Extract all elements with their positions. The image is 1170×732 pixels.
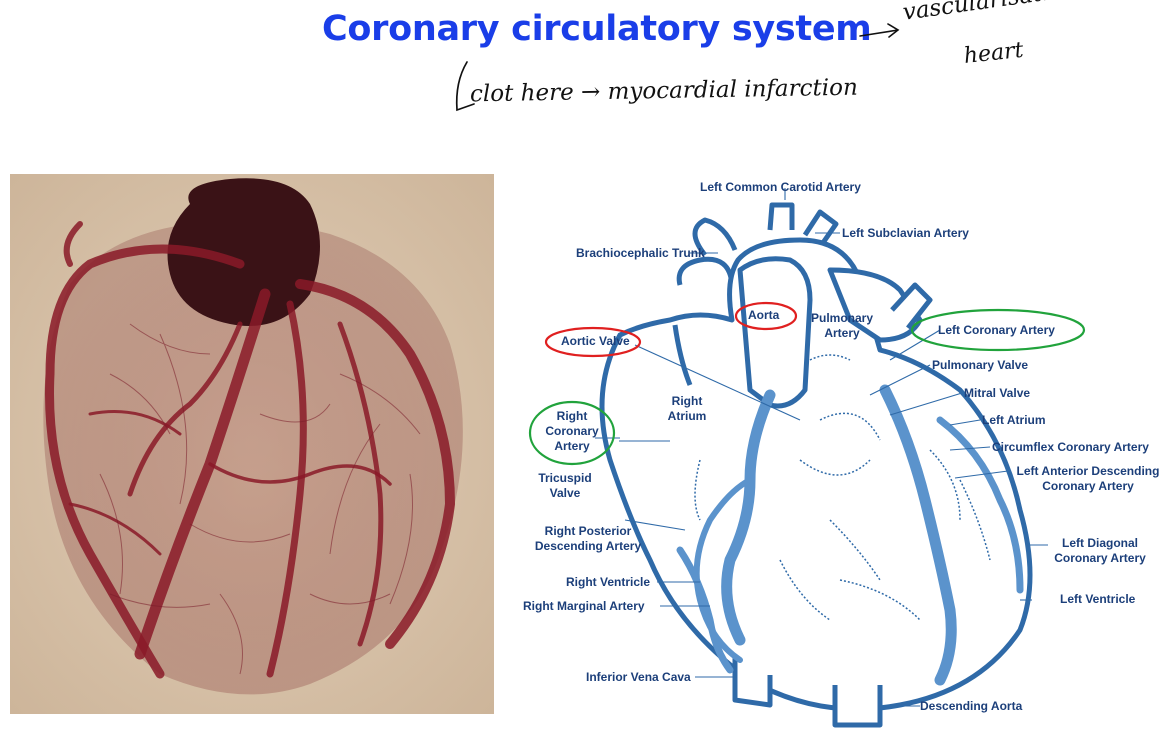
label-aorta: Aorta [748, 308, 780, 322]
label-left-subclavian-artery: Left Subclavian Artery [842, 226, 969, 240]
label-mitral-valve: Mitral Valve [964, 386, 1031, 400]
label-left-ventricle: Left Ventricle [1060, 592, 1136, 606]
label-descending-aorta: Descending Aorta [920, 699, 1023, 713]
aortic-valve-circle [544, 326, 642, 358]
svc-top [676, 256, 735, 286]
arrow-stroke [859, 23, 900, 38]
label-left-common-carotid-artery: Left Common Carotid Artery [700, 180, 861, 194]
label-left-atrium: Left Atrium [982, 413, 1046, 427]
highlight-circles [528, 301, 1086, 466]
label-left-diagonal-line1: Left Diagonal [1061, 536, 1138, 550]
coronary-cast-photo [10, 174, 494, 714]
label-brachiocephalic-trunk: Brachiocephalic Trunk [576, 246, 705, 260]
label-circumflex-coronary-artery: Circumflex Coronary Artery [992, 440, 1149, 454]
label-right-coronary-line1: Right [556, 409, 588, 423]
label-right-ventricle: Right Ventricle [566, 575, 651, 589]
detail-strokes [694, 354, 991, 621]
heart-body [599, 237, 1033, 712]
label-pulmonary-artery-line2: Artery [824, 326, 860, 340]
heart-anatomy-diagram [528, 188, 1086, 728]
desc-aorta-stub [832, 685, 883, 728]
label-lad-line1: Left Anterior Descending [1016, 464, 1160, 478]
pulmonary-trunk [827, 267, 923, 343]
septum-line [672, 324, 693, 386]
carotid-vessel [767, 202, 795, 231]
label-tricuspid-valve: Tricuspid Valve [530, 471, 600, 501]
coronary-vessels [676, 384, 1024, 686]
brachiocephalic-vessel [692, 217, 738, 257]
heart-outline [599, 202, 1033, 728]
pulmonary-branch [890, 282, 933, 330]
handwriting-strokes [455, 23, 900, 112]
label-right-atrium-line1: Right [671, 394, 703, 408]
label-right-posterior-line1: Right Posterior [544, 524, 632, 538]
aorta-circle [734, 301, 798, 331]
right-coronary-circle [528, 400, 616, 466]
label-right-coronary-line3: Artery [554, 439, 590, 453]
label-right-marginal-artery: Right Marginal Artery [523, 599, 645, 613]
slide-title: Coronary circulatory system [322, 9, 872, 49]
label-left-anterior-descending: Left Anterior Descending Coronary Artery [1008, 464, 1168, 494]
label-pulmonary-artery-line1: Pulmonary [810, 311, 873, 325]
corner-arrow-stroke [455, 61, 475, 112]
label-right-atrium-line2: Atrium [667, 409, 707, 423]
label-right-atrium: Right Atrium [660, 394, 714, 424]
label-left-diagonal-coronary: Left Diagonal Coronary Artery [1048, 536, 1152, 566]
label-tricuspid-line1: Tricuspid [538, 471, 592, 485]
label-right-posterior-descending: Right Posterior Descending Artery [526, 524, 650, 554]
left-coronary-circle [910, 308, 1086, 352]
leader-lines [595, 188, 1048, 707]
aorta-arch [737, 256, 813, 409]
label-aortic-valve: Aortic Valve [561, 334, 630, 348]
label-lad-line2: Coronary Artery [1042, 479, 1134, 493]
label-inferior-vena-cava: Inferior Vena Cava [586, 670, 691, 684]
label-right-coronary-line2: Coronary [545, 424, 599, 438]
label-left-diagonal-line2: Coronary Artery [1054, 551, 1146, 565]
label-right-posterior-line2: Descending Artery [534, 539, 642, 553]
label-tricuspid-line2: Valve [549, 486, 581, 500]
label-pulmonary-artery: Pulmonary Artery [808, 311, 876, 341]
label-left-coronary-artery: Left Coronary Artery [938, 323, 1055, 337]
label-right-coronary-artery: Right Coronary Artery [538, 409, 606, 454]
label-pulmonary-valve: Pulmonary Valve [932, 358, 1029, 372]
